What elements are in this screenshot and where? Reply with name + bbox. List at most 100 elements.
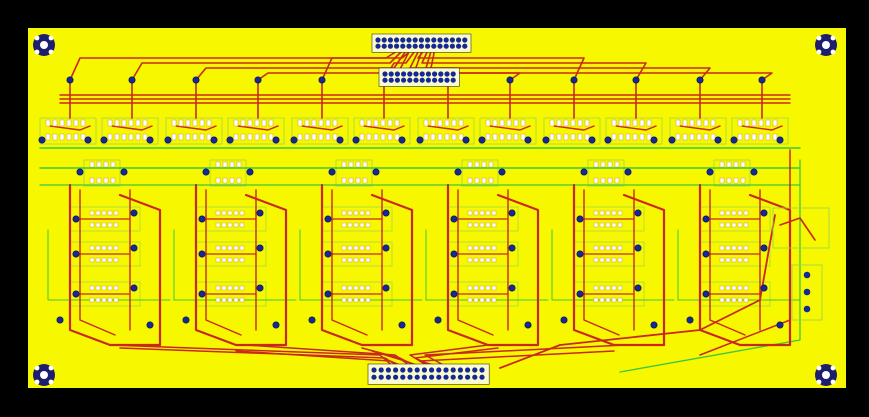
smd-pad: [488, 177, 494, 184]
mounting-hole-petal: [830, 379, 836, 385]
smd-pad: [737, 257, 743, 263]
via: [576, 290, 584, 298]
connector-pin: [450, 77, 456, 83]
via: [398, 321, 406, 329]
smd-pad: [458, 133, 464, 141]
via: [336, 136, 344, 144]
smd-pad: [593, 177, 599, 184]
via: [542, 136, 550, 144]
smd-pad: [646, 119, 652, 127]
smd-pad: [473, 210, 479, 216]
block-trace: [779, 217, 816, 241]
smd-pad: [506, 119, 512, 127]
smd-pad: [261, 133, 267, 141]
channel-trace: [583, 189, 620, 336]
smd-pad: [236, 161, 242, 168]
smd-pad: [731, 210, 737, 216]
smd-pad: [348, 161, 354, 168]
smd-pad: [725, 210, 731, 216]
connector-pin: [425, 71, 431, 77]
smd-pad: [239, 245, 245, 251]
connector-pin: [412, 43, 418, 49]
smd-pad: [114, 133, 120, 141]
bus-trace: [195, 47, 409, 119]
smd-pad: [107, 297, 113, 303]
smd-pad: [192, 119, 198, 127]
smd-pad: [725, 285, 731, 291]
channel-trace: [79, 189, 116, 336]
smd-pad: [743, 257, 749, 263]
smd-pad: [107, 133, 113, 141]
smd-pad: [605, 245, 611, 251]
smd-pad: [332, 133, 338, 141]
smd-pad: [341, 297, 347, 303]
smd-pad: [261, 119, 267, 127]
smd-pad: [121, 119, 127, 127]
connector-pin: [381, 37, 387, 43]
smd-pad: [347, 297, 353, 303]
via: [164, 136, 172, 144]
via: [776, 136, 784, 144]
ic-trace: [301, 125, 343, 131]
smd-pad: [347, 222, 353, 228]
smd-pad: [178, 133, 184, 141]
smd-pad: [605, 297, 611, 303]
mounting-hole-petal: [48, 379, 54, 385]
via: [324, 250, 332, 258]
connector-pin: [450, 374, 456, 380]
smd-pad: [520, 133, 526, 141]
smd-pad: [491, 210, 497, 216]
smd-pad: [142, 133, 148, 141]
via: [246, 168, 254, 176]
smd-pad: [731, 222, 737, 228]
smd-pad: [733, 161, 739, 168]
smd-pad: [479, 257, 485, 263]
via: [254, 76, 262, 84]
connector-pin: [436, 367, 442, 373]
via: [128, 76, 136, 84]
connector-pin: [429, 367, 435, 373]
smd-pad: [347, 285, 353, 291]
connector-pin: [450, 71, 456, 77]
connector-pin: [449, 43, 455, 49]
via: [650, 321, 658, 329]
smd-pad: [353, 285, 359, 291]
connector-pin: [443, 43, 449, 49]
smd-pad: [66, 119, 72, 127]
via: [624, 168, 632, 176]
smd-pad: [359, 257, 365, 263]
via: [714, 136, 722, 144]
smd-pad: [297, 119, 303, 127]
smd-pad: [233, 257, 239, 263]
connector-pin: [431, 37, 437, 43]
traces-top-layer: [49, 47, 792, 369]
via: [66, 76, 74, 84]
vias: [38, 76, 784, 329]
bus-trace: [421, 47, 647, 119]
connector-pin: [465, 374, 471, 380]
smd-pad: [772, 119, 778, 127]
via: [76, 168, 84, 176]
via: [508, 244, 516, 252]
smd-pad: [341, 245, 347, 251]
via: [416, 136, 424, 144]
smd-pad: [89, 210, 95, 216]
smd-pad: [89, 161, 95, 168]
via: [100, 136, 108, 144]
via: [210, 136, 218, 144]
connector-pin: [436, 374, 442, 380]
smd-pad: [513, 133, 519, 141]
mounting-hole-petal: [48, 365, 54, 371]
ic-trace: [427, 125, 469, 131]
connector-pin: [457, 367, 463, 373]
footprint-outline: [291, 117, 349, 145]
smd-pad: [233, 297, 239, 303]
smd-pad: [304, 119, 310, 127]
connector-body: [378, 67, 460, 87]
connector-pin: [387, 43, 393, 49]
via: [272, 136, 280, 144]
footprint-outline: [353, 117, 411, 145]
smd-pad: [632, 119, 638, 127]
smd-pad: [696, 119, 702, 127]
